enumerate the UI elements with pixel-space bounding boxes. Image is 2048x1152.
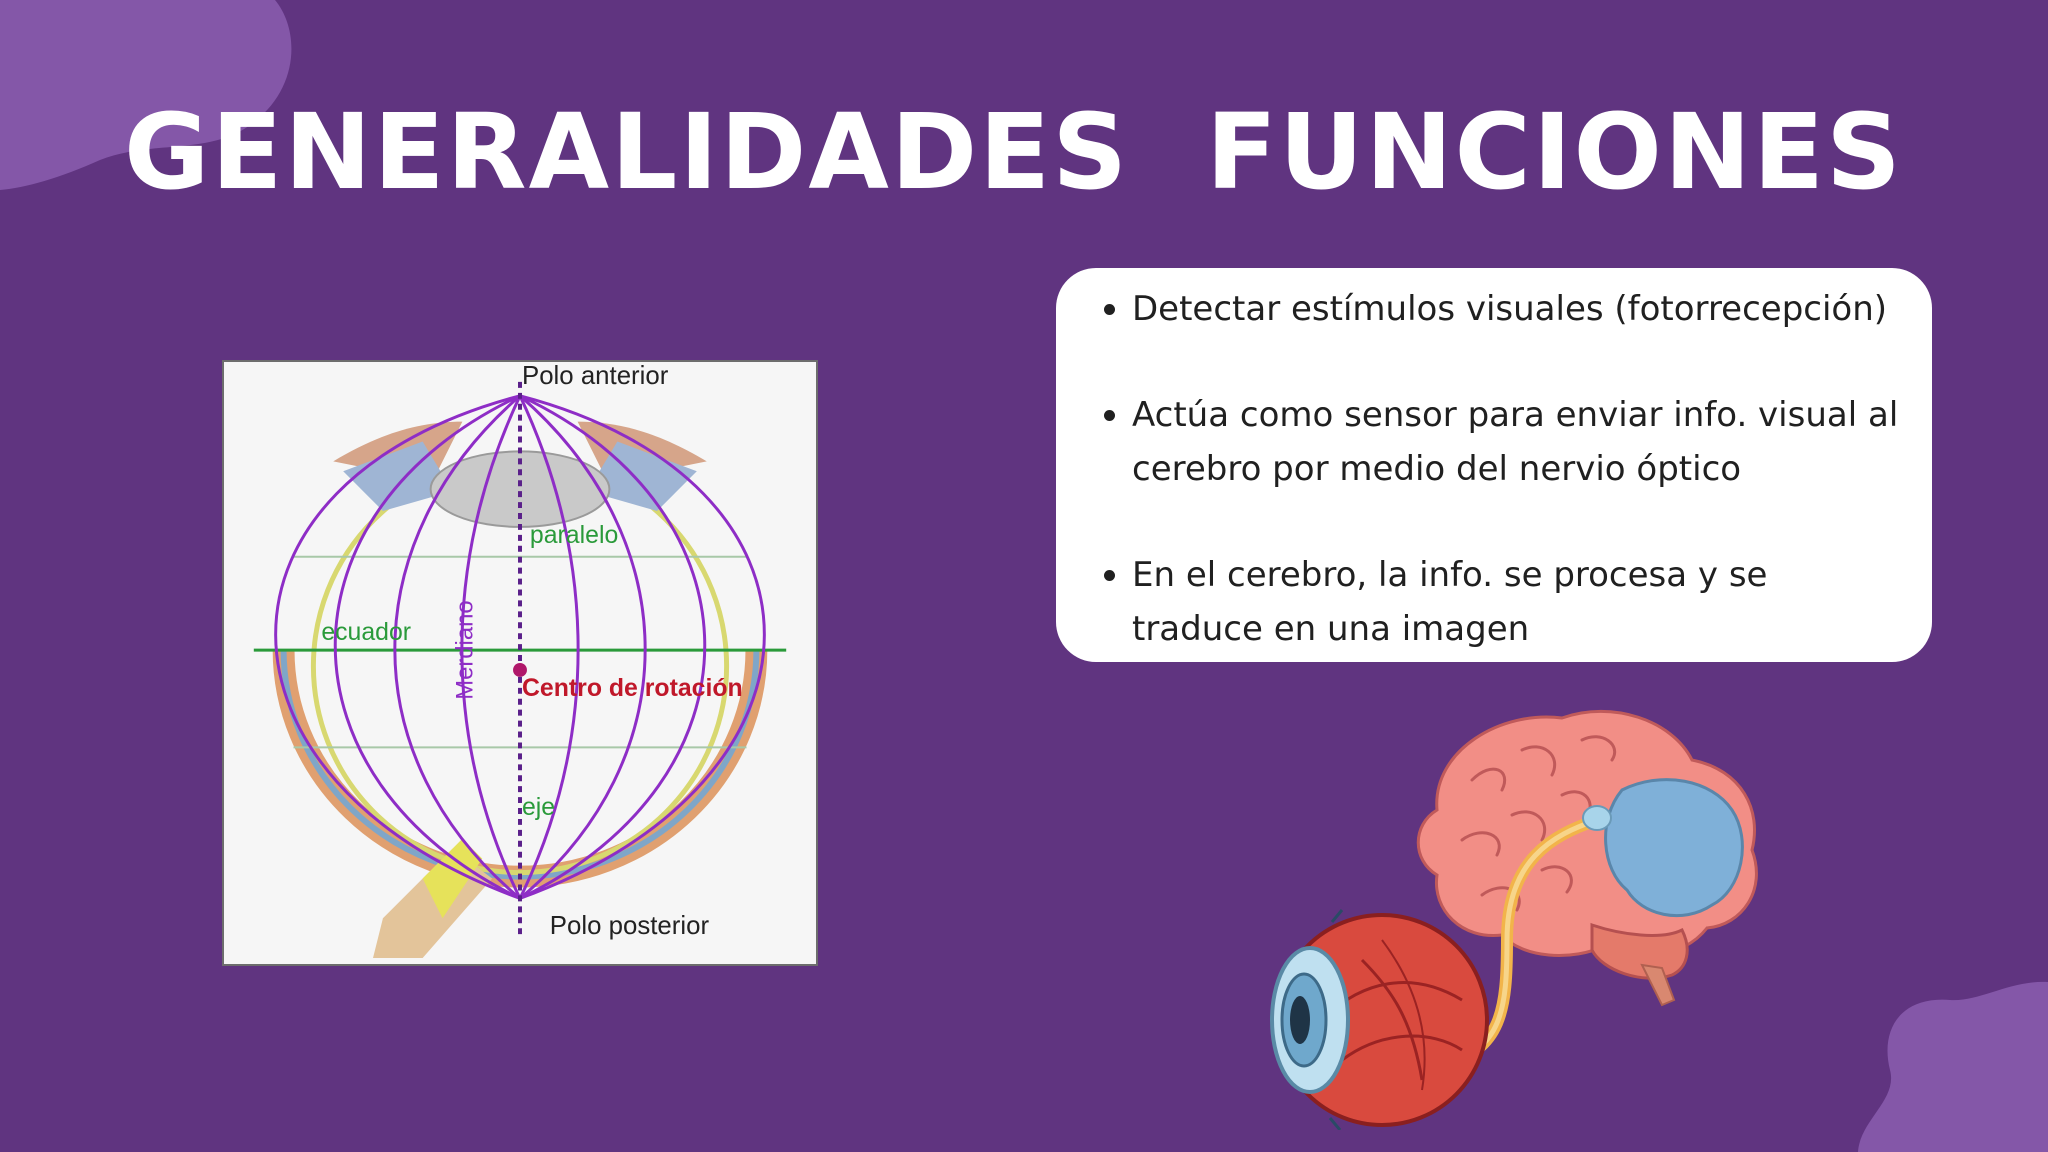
label-ecuador: ecuador <box>321 619 411 646</box>
eye-diagram-image: Polo anterior paralelo ecuador Merdiano … <box>222 360 818 966</box>
bullet-icon <box>1104 410 1115 421</box>
function-item: En el cerebro, la info. se procesa y se … <box>1098 548 1902 656</box>
corner-blob-top-left <box>0 0 292 190</box>
function-text: Actúa como sensor para enviar info. visu… <box>1132 395 1899 489</box>
label-paralelo: paralelo <box>530 522 618 549</box>
eye-brain-svg <box>1270 709 1758 1130</box>
label-polo-posterior: Polo posterior <box>550 912 710 940</box>
function-item: Detectar estímulos visuales (fotorrecepc… <box>1098 282 1902 336</box>
eye-diagram-svg: Polo anterior paralelo ecuador Merdiano … <box>253 362 787 959</box>
title-funciones: FUNCIONES <box>1206 91 1903 213</box>
function-text: Detectar estímulos visuales (fotorrecepc… <box>1132 289 1888 329</box>
label-meridiano: Merdiano <box>451 600 478 699</box>
bullet-icon <box>1104 570 1115 581</box>
function-item: Actúa como sensor para enviar info. visu… <box>1098 388 1902 496</box>
functions-card: Detectar estímulos visuales (fotorrecepc… <box>1056 268 1932 662</box>
eye-brain-illustration <box>1262 700 1772 1130</box>
functions-list: Detectar estímulos visuales (fotorrecepc… <box>1098 282 1902 656</box>
label-eje: eje <box>522 794 555 821</box>
corner-blob-bottom-right <box>1858 981 2048 1152</box>
bullet-icon <box>1104 304 1115 315</box>
title-generalidades: GENERALIDADES <box>124 91 1130 213</box>
label-centro-rotacion: Centro de rotación <box>522 675 743 702</box>
label-polo-anterior: Polo anterior <box>522 362 669 390</box>
function-text: En el cerebro, la info. se procesa y se … <box>1132 555 1768 649</box>
